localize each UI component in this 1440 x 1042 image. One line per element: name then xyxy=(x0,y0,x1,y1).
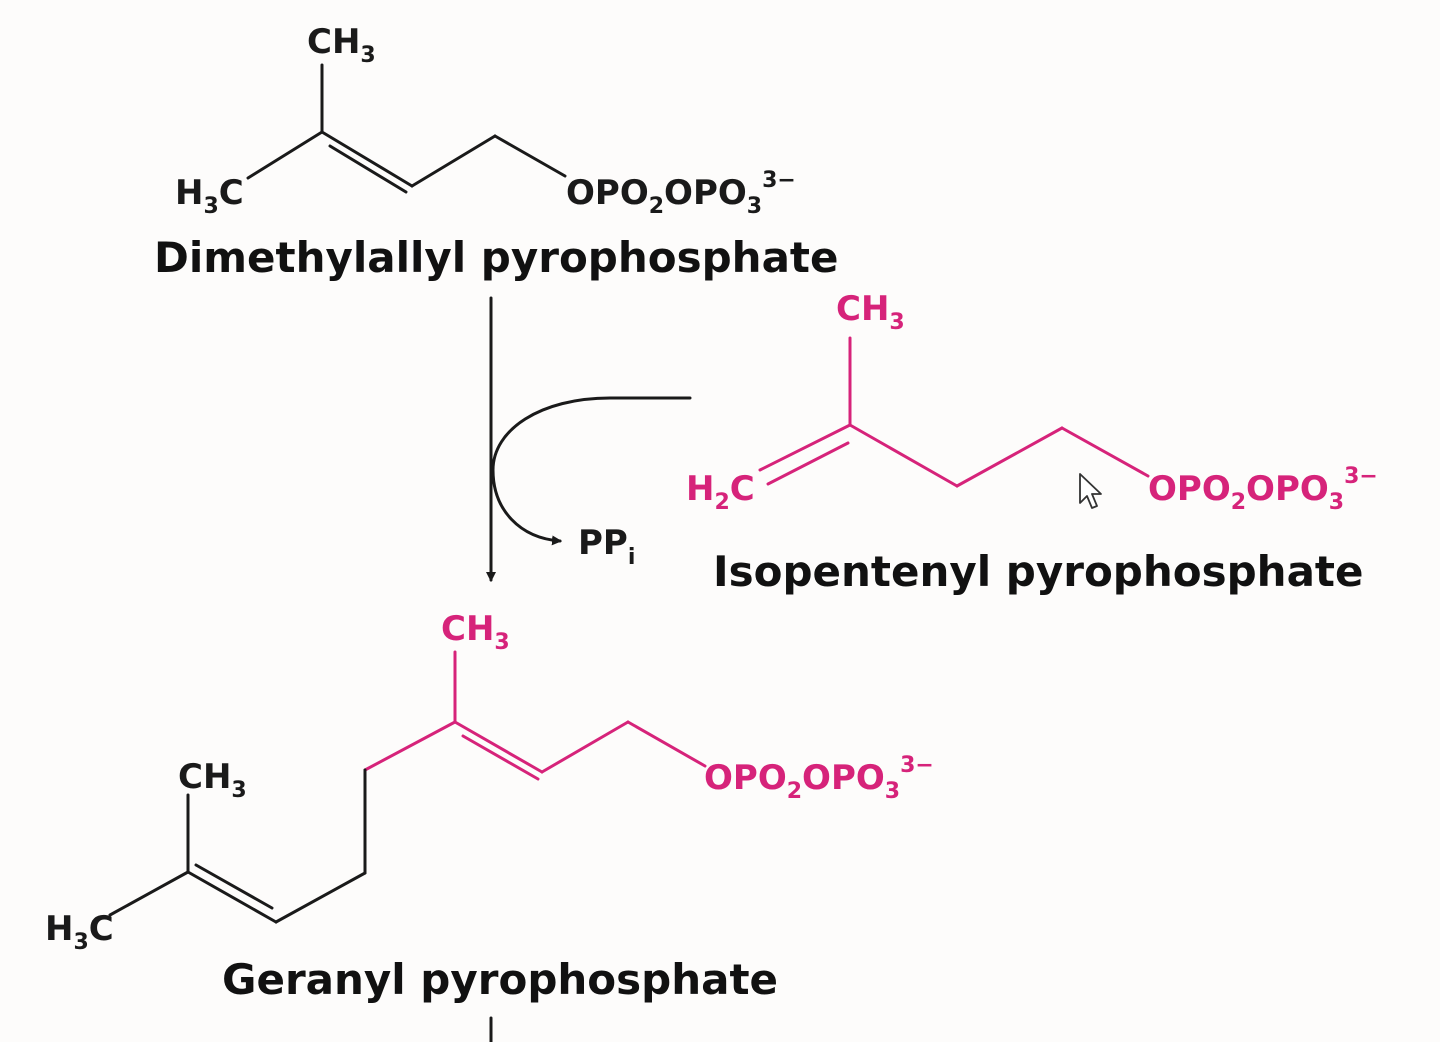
gpp-double-bond-a xyxy=(453,720,544,774)
dmapp-h3c-label: H3C xyxy=(175,173,244,219)
ipp-molecule: CH3 H2C OPO2OPO33− Isopentenyl pyrophosp… xyxy=(686,289,1378,596)
gpp-bond-o xyxy=(626,720,707,768)
mouse-pointer-icon xyxy=(1079,473,1102,509)
gpp-double-bond-d xyxy=(194,863,274,910)
gpp-bond-c1 xyxy=(540,720,630,774)
gpp-bonds xyxy=(108,650,707,924)
dmapp-bond-h3c xyxy=(246,130,324,180)
gpp-molecule: CH3 OPO2OPO33− CH3 H3C Geranyl pyrophosp… xyxy=(45,609,934,1042)
ipp-bond-c2 xyxy=(848,423,959,488)
ipp-h2c-label: H2C xyxy=(686,469,755,515)
dmapp-name: Dimethylallyl pyrophosphate xyxy=(154,233,839,282)
gpp-bond-c4 xyxy=(363,720,457,772)
side-curved-arrow xyxy=(491,396,692,546)
ipp-bond-c3 xyxy=(955,426,1064,488)
ipp-bond-o xyxy=(1060,426,1150,478)
dmapp-double-bond-a xyxy=(320,130,414,188)
gpp-double-bond-c xyxy=(186,870,278,924)
gpp-double-bond-b xyxy=(461,734,540,781)
reaction-arrows: PPi xyxy=(486,296,692,582)
dmapp-molecule: CH3 H3C OPO2OPO33− Dimethylallyl pyropho… xyxy=(154,22,839,282)
ipp-bonds xyxy=(758,336,1150,488)
dmapp-ch3-label: CH3 xyxy=(307,22,376,68)
dmapp-phosphate-label: OPO2OPO33− xyxy=(566,168,796,219)
dmapp-bond-o xyxy=(493,134,567,178)
ppi-label: PPi xyxy=(578,523,635,570)
gpp-phosphate-label: OPO2OPO33− xyxy=(704,753,934,804)
ipp-ch3-label: CH3 xyxy=(836,289,905,335)
dmapp-bonds xyxy=(246,63,567,194)
gpp-bond-c6 xyxy=(274,871,367,924)
ipp-name: Isopentenyl pyrophosphate xyxy=(713,547,1364,596)
gpp-new-ch3-label: CH3 xyxy=(441,609,510,655)
dmapp-double-bond-b xyxy=(328,144,408,194)
dmapp-bond-c3 xyxy=(410,134,497,188)
ipp-double-bond-a xyxy=(758,423,852,472)
gpp-name: Geranyl pyrophosphate xyxy=(222,955,778,1004)
gpp-bond-h3c xyxy=(108,870,190,917)
ipp-double-bond-b xyxy=(766,441,850,486)
gpp-old-ch3-label: CH3 xyxy=(178,757,247,803)
ipp-phosphate-label: OPO2OPO33− xyxy=(1148,464,1378,515)
gpp-h3c-label: H3C xyxy=(45,909,114,955)
